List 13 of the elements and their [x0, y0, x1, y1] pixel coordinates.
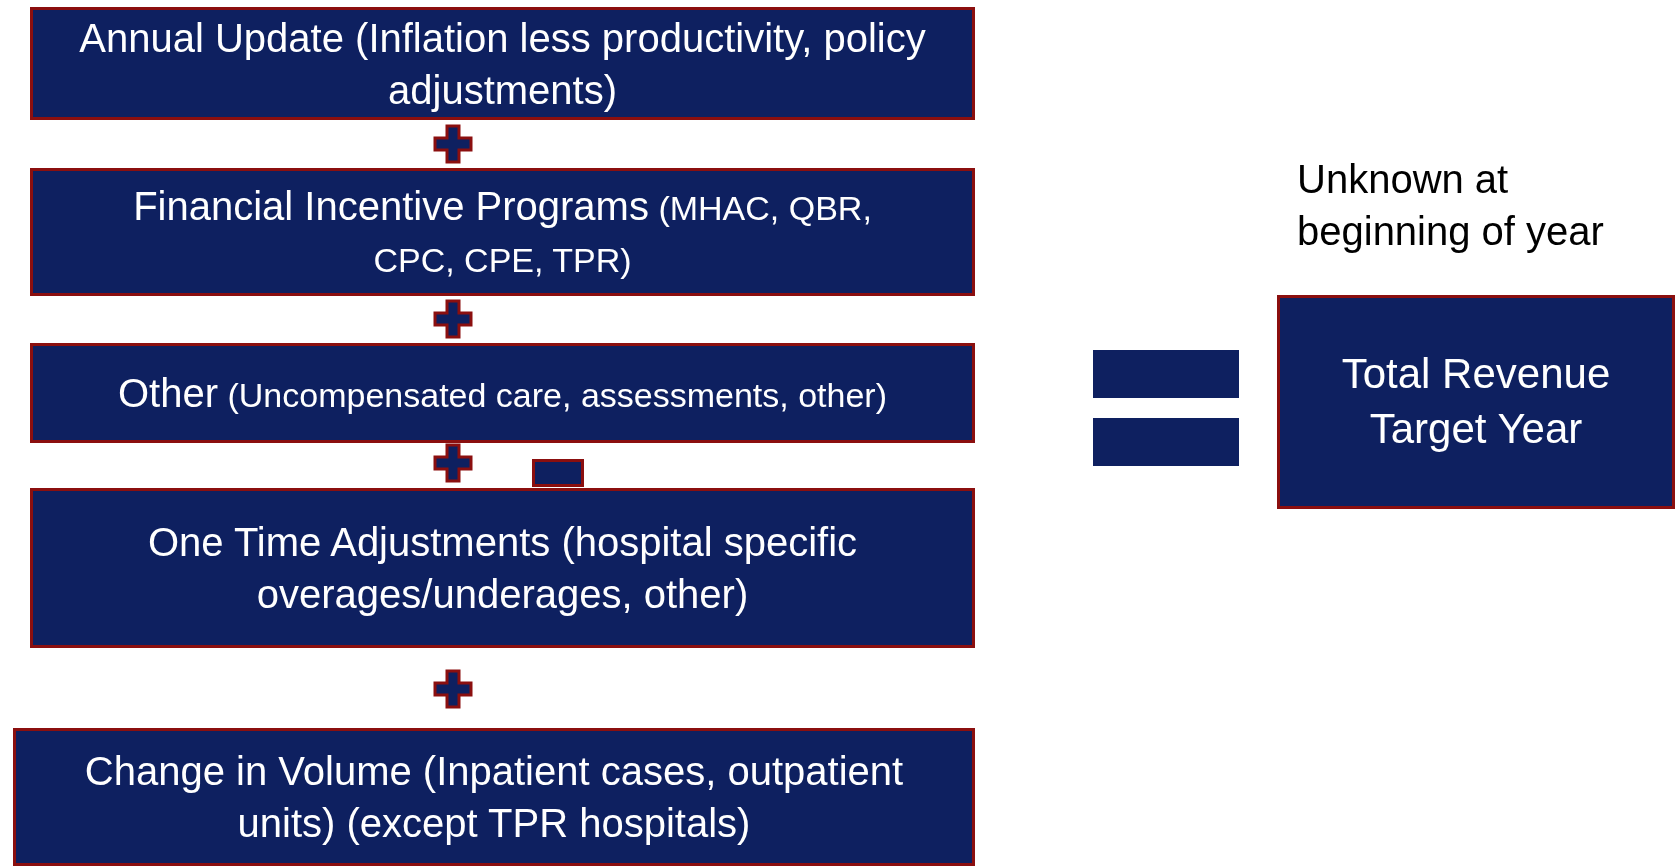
box-text: Change in Volume (Inpatient cases, outpatient units) (except TPR hospitals)	[83, 748, 905, 847]
box-text: One Time Adjustments (hospital specific overages/underages, other)	[146, 519, 859, 618]
box-text: Total Revenue Target Year	[1340, 349, 1612, 454]
box-text: Other (Uncompensated care, assessments, other)	[118, 370, 887, 417]
process-box	[30, 168, 975, 296]
process-box	[30, 7, 975, 120]
box-text: Financial Incentive Programs (MHAC, QBR, CPC, CPE, TPR)	[132, 183, 873, 281]
note-text: Unknown at beginning of year	[1297, 156, 1605, 255]
process-box	[13, 728, 975, 866]
process-box	[1277, 295, 1675, 509]
box-text: Annual Update (Inflation less productivity, policy adjustments)	[78, 14, 927, 114]
process-box	[30, 343, 975, 443]
process-box	[30, 488, 975, 648]
